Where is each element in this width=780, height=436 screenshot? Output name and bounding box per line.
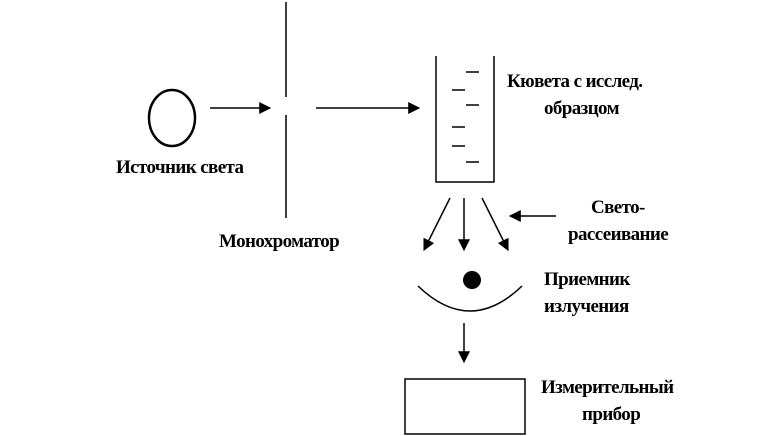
scattered-ray-left <box>423 197 451 252</box>
label-cuvette-line1: Кювета с исслед. <box>507 71 643 92</box>
label-detector: Приемник излучения <box>544 266 630 320</box>
scattered-ray-right <box>481 197 509 252</box>
measuring-instrument-box <box>404 378 526 435</box>
label-meter-line1: Измерительный <box>541 377 674 398</box>
label-meter: Измерительный прибор <box>541 374 674 428</box>
detector-reflector-arc <box>417 285 523 312</box>
label-light-scattering: Свето- рассеивание <box>568 194 669 248</box>
label-light-source: Источник света <box>116 157 244 178</box>
light-source-lamp <box>147 88 197 148</box>
label-light-scattering-line2: рассеивание <box>568 224 669 245</box>
label-detector-line1: Приемник <box>544 269 630 290</box>
label-monochromator: Монохроматор <box>219 231 340 252</box>
label-cuvette-line2: образцом <box>544 98 620 119</box>
label-cuvette: Кювета с исслед. образцом <box>507 68 643 122</box>
label-meter-line2: прибор <box>582 404 641 425</box>
label-light-scattering-line1: Свето- <box>591 197 645 218</box>
label-detector-line2: излучения <box>544 296 629 317</box>
detector-sensor <box>463 271 481 289</box>
cuvette <box>435 56 495 183</box>
